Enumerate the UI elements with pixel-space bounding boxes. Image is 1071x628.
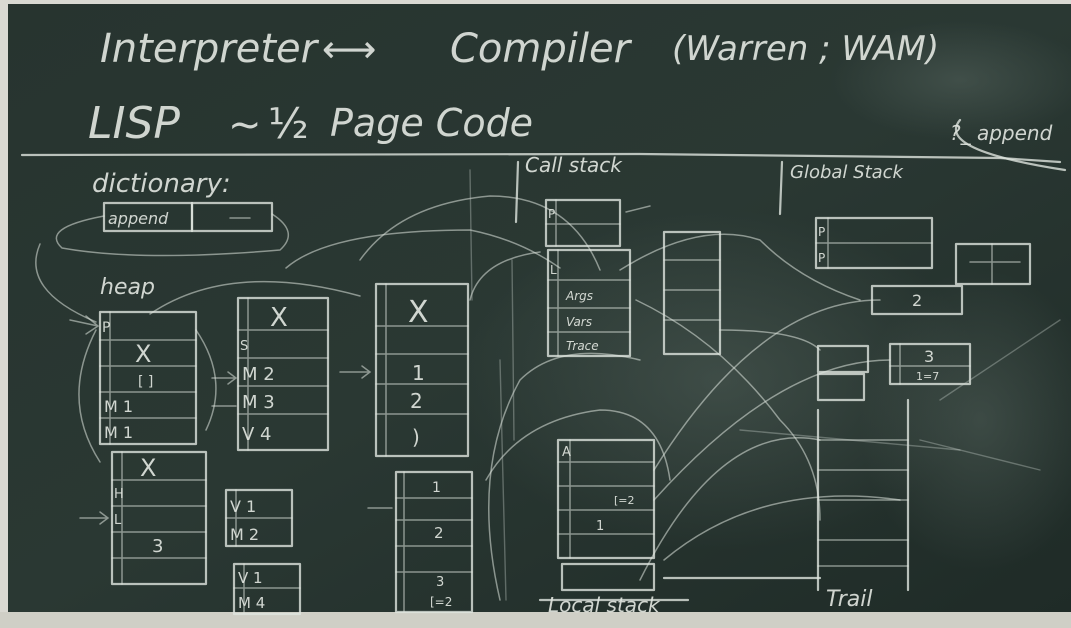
lisp-line: LISP ~ ½ Page Code <box>88 98 533 149</box>
stack-cell: Args <box>565 289 593 303</box>
heap-cell: S <box>240 339 248 354</box>
heap-column-3-bottom: 1 2 3 [=2 <box>394 470 474 614</box>
stack-cell: Trace <box>566 339 599 353</box>
arrow <box>625 205 651 213</box>
heap-cell: X <box>408 295 429 330</box>
heap-cell: 1 <box>412 361 425 385</box>
headline: Interpreter ⟷ Compiler (Warren ; WAM) <box>100 26 939 72</box>
heap-cell: 3 <box>436 575 444 590</box>
divider-line <box>20 152 1062 164</box>
arrow <box>79 511 110 525</box>
heap-label: heap <box>100 275 155 300</box>
heap-cell: V 4 <box>242 424 272 445</box>
trail-area: Trail <box>662 398 910 612</box>
heap-block <box>110 450 208 586</box>
headline-arrow: ⟷ <box>322 27 376 71</box>
dictionary-label: dictionary: <box>92 169 231 199</box>
heap-cell: [=2 <box>430 595 452 609</box>
heap-cell: M 4 <box>238 594 265 612</box>
global-number: 1=7 <box>916 370 939 383</box>
erased-smudge <box>460 210 980 550</box>
call-stack-label: Call stack <box>525 153 623 177</box>
append-query: ?_ append <box>950 121 1053 145</box>
heap-column-2: X S M 2 M 3 V 4 <box>236 296 330 452</box>
stack-frame <box>546 248 632 358</box>
heap-block <box>98 310 198 446</box>
heap-cell: M 2 <box>230 525 259 544</box>
stack-cell: P <box>548 207 555 221</box>
local-stack-area: A [=2 1 Local stack <box>538 438 690 617</box>
heap-cell: 2 <box>410 389 423 413</box>
heap-column-1: P X [ ] M 1 M 1 <box>98 310 198 446</box>
headline-interpreter: Interpreter <box>100 26 320 72</box>
heap-cell: V 1 <box>238 569 263 587</box>
heap-cell: L <box>114 513 122 528</box>
heap-cell: M 3 <box>242 392 275 413</box>
heap-cell: ) <box>412 425 420 449</box>
call-stack-area: Call stack P L Args Vars Trace <box>514 153 722 358</box>
stack-frame <box>954 242 1032 286</box>
heap-column-1-bottom: X H L 3 <box>110 450 208 586</box>
heap-cell: M 1 <box>104 397 133 416</box>
arrow <box>339 365 372 379</box>
heap-cell: X <box>140 454 156 482</box>
heap-block <box>394 470 474 614</box>
stack-cell: P <box>818 225 825 239</box>
heap-cell: 2 <box>434 524 444 542</box>
heap-cell: M 1 <box>104 423 133 442</box>
chalk-tray <box>0 612 1071 628</box>
pointer-curves <box>35 169 1061 601</box>
dictionary-value-box <box>190 201 274 233</box>
local-stack-label: Local stack <box>548 593 661 617</box>
stack-cell: L <box>550 263 557 277</box>
erased-smudge <box>830 20 1071 140</box>
dictionary-entry: append <box>108 209 169 228</box>
lisp-page-code: Page Code <box>330 101 533 145</box>
stack-frame <box>888 342 972 386</box>
heap-cell: X <box>135 340 151 368</box>
heap-column-3: X 1 2 ) <box>374 282 470 458</box>
dictionary-area: dictionary: append <box>92 169 274 233</box>
stack-frame <box>544 198 622 248</box>
heap-cell: 1 <box>432 480 441 496</box>
trail-label: Trail <box>826 587 872 612</box>
global-stack-label: Global Stack <box>790 162 905 183</box>
lisp-half: ½ <box>268 99 309 148</box>
global-stack-area: Global Stack P P 2 3 1=7 <box>778 160 1032 402</box>
global-number: 2 <box>912 291 922 310</box>
heap-cell: M 2 <box>242 364 275 385</box>
stack-frame <box>560 562 656 592</box>
stack-cell: 1 <box>596 519 604 534</box>
heap-block <box>374 282 470 458</box>
heap-cell: 3 <box>152 536 163 557</box>
global-number: 3 <box>924 347 934 366</box>
headline-warren: (Warren ; WAM) <box>672 29 939 69</box>
headline-compiler: Compiler <box>450 26 633 72</box>
stack-cell: Vars <box>566 315 592 329</box>
stack-cell: [=2 <box>614 494 635 507</box>
heap-block <box>236 296 330 452</box>
heap-cell: H <box>114 487 124 502</box>
lisp-label: LISP <box>88 98 180 149</box>
heap-block <box>232 562 302 616</box>
heap-cell: P <box>102 320 110 336</box>
heap-pairs: V 1 M 2 V 1 M 4 <box>224 488 302 616</box>
stack-frame <box>816 372 866 402</box>
stack-cell: P <box>818 251 825 265</box>
query-bracket <box>954 118 1067 172</box>
lisp-approx: ~ <box>228 102 262 148</box>
heap-cell: V 1 <box>230 497 256 516</box>
heap-cell: [ ] <box>138 374 153 390</box>
stack-cell: A <box>562 445 571 460</box>
stack-frame <box>816 344 870 374</box>
stack-frame <box>662 230 722 356</box>
heap-cell: X <box>270 303 288 333</box>
